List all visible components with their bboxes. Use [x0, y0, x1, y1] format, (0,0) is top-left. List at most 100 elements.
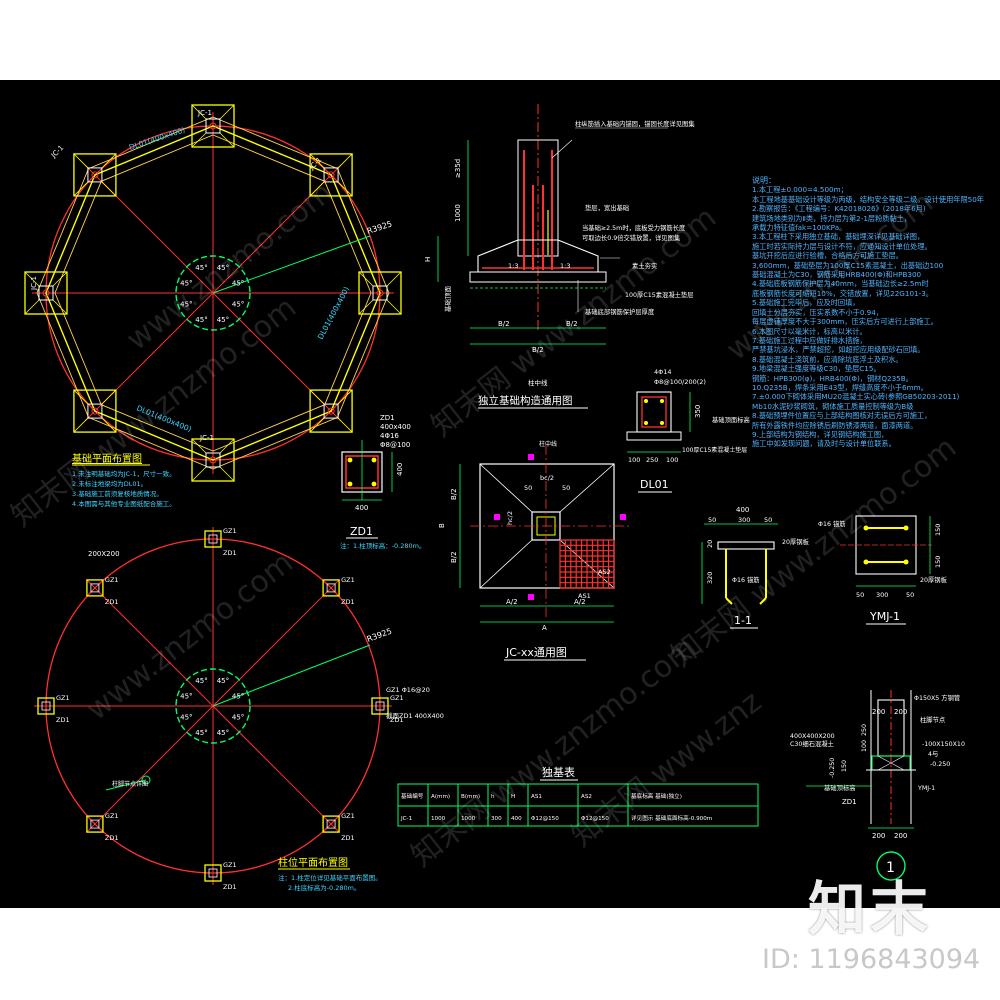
section-col: 柱中线 — [528, 378, 548, 387]
pad-center — [209, 456, 217, 464]
plan2-dim: 200X200 — [88, 550, 120, 558]
column-outline — [322, 579, 340, 597]
column-core — [90, 583, 100, 593]
plan1-beam-tag-top: DL01(400x400) — [128, 125, 186, 152]
pad-slope — [337, 181, 353, 197]
plan2-angle-label: 45° — [195, 729, 207, 737]
table-cell: 400 — [511, 816, 522, 822]
column-core — [326, 819, 336, 829]
node-top-2: 200 — [894, 708, 907, 716]
notes-lines: 1.本工程±0.000=4.500m；本工程地基基础设计等级为丙级，结构安全等级… — [752, 185, 992, 448]
plan1-ground-beam — [36, 116, 390, 470]
notes-title: 说明： — [752, 176, 776, 185]
plan2-angle-label: 45° — [217, 729, 229, 737]
plan2-axis-line — [212, 705, 340, 833]
ymj-bar: Φ16 锚筋 — [818, 519, 846, 528]
section-note-7: 基础底部钢筋保护层厚度 — [585, 307, 655, 316]
notes-line: 基础混凝土为C30，钢筋采用HRB400(Φ)和HPB300 — [752, 270, 922, 280]
plan2-callout-1: GZ1 Φ16@20 — [386, 686, 430, 694]
column-core — [208, 868, 218, 878]
pad-outline — [73, 389, 117, 433]
pad-slope — [219, 132, 235, 148]
node-number: 1 — [886, 860, 895, 876]
zd1-detail: ZD1 400x400 4Φ16 Φ8@100 400 400 ZD1 注：1.… — [340, 414, 426, 550]
dl01-note: 100厚C15素混凝土垫层 — [682, 446, 747, 454]
section-slope-r: 1:3 — [560, 262, 570, 270]
pad-column — [205, 118, 221, 134]
pad-center — [209, 122, 217, 130]
pad-slope — [386, 299, 402, 315]
column-outline — [86, 579, 104, 597]
foundation-pad — [73, 153, 117, 197]
node-tag: 柱脚节点 — [920, 715, 945, 724]
dl01-top-1: 4Φ14 — [654, 368, 672, 376]
pad-slope — [73, 389, 89, 405]
foundation-pad — [191, 104, 235, 148]
sec11-plate: 20厚钢板 — [782, 537, 810, 546]
notes-line: 回填土分层夯实，压实系数不小于0.94， — [752, 307, 884, 317]
plan1-tag-2: JC-1 — [49, 144, 65, 160]
pad-center — [91, 407, 99, 415]
plan1-note-1: 1.未注明基础均为JC-1，尺寸一致。 — [72, 469, 176, 478]
notes-line: 1.本工程±0.000=4.500m； — [752, 185, 848, 195]
column-core — [375, 701, 385, 711]
pad-slope — [219, 438, 235, 454]
pad-column — [323, 167, 339, 183]
plan1-angle-label: 45° — [180, 301, 192, 309]
column-ref-label: GZ1 — [105, 812, 119, 820]
pad-column — [38, 285, 54, 301]
node-weld: 4与 — [928, 750, 938, 758]
pad-slope — [309, 389, 325, 405]
section-note-3: 当基础≥2.5m时，底板受力钢筋长度 — [582, 223, 686, 232]
notes-line: 每层虚铺厚度不大于300mm，压实后方可进行上部施工。 — [752, 317, 938, 327]
pad-slope — [219, 104, 235, 120]
node-plate: -100X150X10 — [922, 741, 965, 748]
pad-slope — [52, 271, 68, 287]
pad-slope — [24, 271, 40, 287]
node-bot-2: 200 — [894, 832, 907, 840]
pad-slope — [386, 271, 402, 287]
node-h3: 150 — [841, 760, 848, 772]
node-h1: 250 — [861, 724, 868, 736]
table-header-cell: AS1 — [531, 794, 542, 800]
dl01-title: DL01 — [640, 478, 669, 491]
section-b: B/2 — [532, 346, 544, 354]
foundation-pad — [358, 271, 402, 315]
table-header-cell: B(mm) — [461, 794, 480, 800]
table-header-cell: 基础编号 — [401, 792, 424, 800]
column-ref-label: GZ1 — [341, 812, 355, 820]
jc-title: JC-xx通用图 — [505, 646, 567, 659]
plan1-tag-4: JC-1 — [30, 276, 38, 291]
sec11-h1: 20 — [706, 540, 714, 548]
node-col: ZD1 — [842, 798, 857, 806]
pad-center — [91, 171, 99, 179]
foundation-pad — [73, 389, 117, 433]
notes-line: 承载力特征值fak=100KPa。 — [752, 223, 847, 233]
notes-line: 钢筋：HPB300(φ)，HRB400(Φ)，钢材Q235B。 — [752, 373, 913, 383]
table-header-cell: AS2 — [581, 794, 592, 800]
table-header-cell: 基底标高 基础(独立) — [631, 792, 682, 800]
zd1-height: 400 — [396, 463, 404, 476]
pad-slope — [358, 299, 374, 315]
notes-line: 所有外露铁件均应除锈后刷防锈漆两道，面漆两道。 — [752, 420, 918, 430]
column-outline — [322, 815, 340, 833]
pad-slope — [52, 299, 68, 315]
notes-line: 7.±0.000下砌体采用MU20混凝土实心砖(参照GB50203-2011) — [752, 392, 960, 402]
sec11-h2: 320 — [706, 572, 714, 584]
pad-slope — [309, 153, 325, 169]
column-core — [41, 701, 51, 711]
column-base-node: 200 200 200 200 Φ150X5 方钢管 柱脚节点 -100X150… — [790, 690, 965, 881]
notes-line: 7.基础施工过程中应做好排水措施， — [752, 335, 867, 345]
plan1-title: 基础平面布置图 — [72, 452, 142, 465]
table-cell: Φ12@150 — [531, 816, 559, 822]
plan1-note-3: 3.基础施工前须复核地质情况。 — [72, 489, 163, 498]
zd1-note: 注：1.柱顶标高：-0.280m。 — [340, 541, 426, 550]
section-left-label: 基础顶面 — [443, 286, 452, 313]
zd1-spec-4: Φ8@100 — [380, 441, 410, 449]
ymj-b2: 300 — [876, 591, 888, 599]
